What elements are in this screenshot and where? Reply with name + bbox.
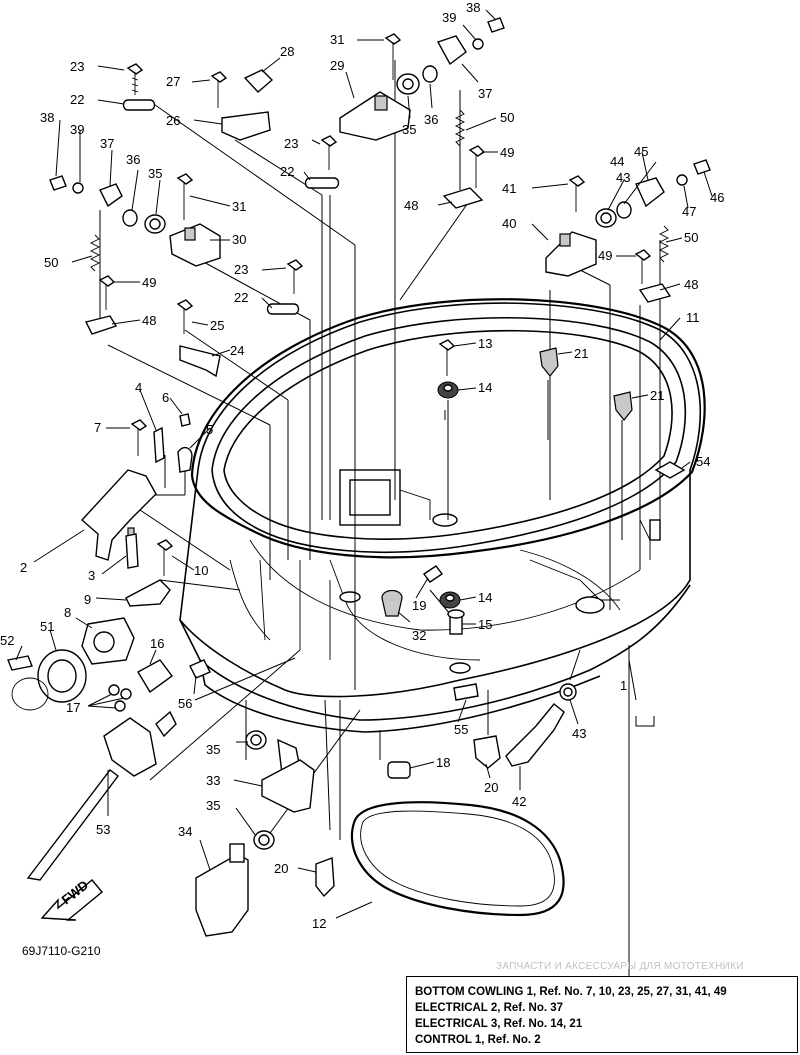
label-28: 28 (280, 44, 294, 59)
label-9: 9 (84, 592, 91, 607)
label-40: 40 (502, 216, 516, 231)
label-20b: 20 (274, 861, 288, 876)
label-49c: 49 (598, 248, 612, 263)
label-24: 24 (230, 343, 244, 358)
diagram-code: 69J7110-G210 (22, 944, 101, 958)
label-3: 3 (88, 568, 95, 583)
lower-seal (350, 801, 565, 917)
reference-note: ELECTRICAL 3, Ref. No. 14, 21 (415, 1018, 583, 1030)
label-36a: 36 (424, 112, 438, 127)
label-30: 30 (232, 232, 246, 247)
part-labels: 1 2 3 4 5 6 7 8 9 10 11 12 13 14 14 15 1… (0, 0, 724, 931)
reference-notes-box: BOTTOM COWLING 1, Ref. No. 7, 10, 23, 25… (406, 976, 798, 1053)
label-45: 45 (634, 144, 648, 159)
label-5: 5 (206, 422, 213, 437)
label-7: 7 (94, 420, 101, 435)
parts-top-center (304, 17, 505, 209)
label-26: 26 (166, 113, 180, 128)
label-33: 33 (206, 773, 220, 788)
label-48c: 48 (684, 277, 698, 292)
label-49a: 49 (500, 145, 514, 160)
watermark-text: ЗАПЧАСТИ И АКСЕССУАРЫ ДЛЯ МОТОТЕХНИКИ (496, 961, 744, 972)
label-22a: 22 (70, 92, 84, 107)
label-43a: 43 (616, 170, 630, 185)
reference-note: ELECTRICAL 2, Ref. No. 37 (415, 1002, 564, 1014)
label-32: 32 (412, 628, 426, 643)
guide-lines (99, 60, 661, 1000)
label-50c: 50 (684, 230, 698, 245)
label-25: 25 (210, 318, 224, 333)
label-6: 6 (162, 390, 169, 405)
label-39b: 39 (70, 122, 84, 137)
parts-left-side (7, 413, 211, 881)
label-53: 53 (96, 822, 110, 837)
label-14b: 14 (478, 590, 492, 605)
label-48b: 48 (142, 313, 156, 328)
label-34: 34 (178, 824, 192, 839)
label-leaders (15, 9, 713, 919)
label-22b: 22 (280, 164, 294, 179)
label-37b: 37 (100, 136, 114, 151)
label-44: 44 (610, 154, 624, 169)
parts-center (381, 339, 686, 635)
label-56: 56 (178, 696, 192, 711)
hood-seal (190, 298, 706, 559)
label-35b: 35 (148, 166, 162, 181)
label-48a: 48 (404, 198, 418, 213)
label-47: 47 (682, 204, 696, 219)
label-17: 17 (66, 700, 80, 715)
label-42: 42 (512, 794, 526, 809)
fwd-arrow: FWD (40, 877, 103, 921)
label-55: 55 (454, 722, 468, 737)
label-21a: 21 (574, 346, 588, 361)
label-15: 15 (478, 617, 492, 632)
parts-top-right (545, 159, 711, 303)
label-36b: 36 (126, 152, 140, 167)
label-31b: 31 (232, 199, 246, 214)
label-46: 46 (710, 190, 724, 205)
label-18: 18 (436, 755, 450, 770)
label-19: 19 (412, 598, 426, 613)
label-35c: 35 (206, 742, 220, 757)
label-50a: 50 (500, 110, 514, 125)
label-52: 52 (0, 633, 14, 648)
label-29: 29 (330, 58, 344, 73)
parts-top-left (49, 63, 304, 378)
label-2: 2 (20, 560, 27, 575)
label-35d: 35 (206, 798, 220, 813)
label-38b: 38 (40, 110, 54, 125)
label-21b: 21 (650, 388, 664, 403)
label-41: 41 (502, 181, 516, 196)
label-54: 54 (696, 454, 710, 469)
bottom-cowling (179, 302, 702, 733)
label-11: 11 (686, 310, 700, 325)
label-23a: 23 (70, 59, 84, 74)
parts-bottom (195, 683, 577, 937)
label-51: 51 (40, 619, 54, 634)
label-43b: 43 (572, 726, 586, 741)
label-16: 16 (150, 636, 164, 651)
label-23b: 23 (284, 136, 298, 151)
label-10: 10 (194, 563, 208, 578)
label-35a: 35 (402, 122, 416, 137)
label-49b: 49 (142, 275, 156, 290)
label-13: 13 (478, 336, 492, 351)
label-50b: 50 (44, 255, 58, 270)
label-12: 12 (312, 916, 326, 931)
label-22c: 22 (234, 290, 248, 305)
label-4: 4 (135, 380, 142, 395)
label-8: 8 (64, 605, 71, 620)
reference-note: BOTTOM COWLING 1, Ref. No. 7, 10, 23, 25… (415, 986, 727, 998)
label-20a: 20 (484, 780, 498, 795)
reference-note: CONTROL 1, Ref. No. 2 (415, 1034, 541, 1046)
label-1: 1 (620, 678, 627, 693)
label-31a: 31 (330, 32, 344, 47)
label-27: 27 (166, 74, 180, 89)
label-37a: 37 (478, 86, 492, 101)
label-23c: 23 (234, 262, 248, 277)
label-14a: 14 (478, 380, 492, 395)
label-38a: 38 (466, 0, 480, 15)
label-39a: 39 (442, 10, 456, 25)
